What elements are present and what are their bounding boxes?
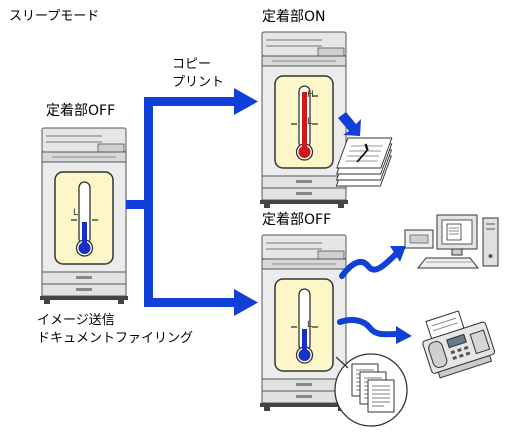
thermo-bottom-low-mark: L: [307, 320, 312, 330]
copier-left: [39, 127, 129, 305]
copier-top: [259, 31, 349, 209]
copier-bottom: [259, 234, 349, 412]
fax-icon: [422, 310, 496, 379]
printed-paper-icon: [335, 137, 393, 187]
job-label-image-send: イメージ送信: [37, 313, 115, 328]
send-to-fax-arrow: [337, 317, 412, 344]
top-state-label: 定着部ON: [262, 9, 326, 25]
branch-arrows: [126, 88, 258, 316]
document-filing-icon: [334, 353, 408, 427]
thermometer-left-icon: [54, 171, 114, 265]
output-arrow: [338, 112, 361, 136]
job-label-document-filing: ドキュメントファイリング: [37, 331, 194, 346]
thermometer-top-icon: [274, 75, 334, 169]
send-to-pc-arrow: [339, 246, 406, 279]
left-state-label: 定着部OFF: [46, 103, 116, 119]
job-label-print: プリント: [172, 75, 225, 90]
computer-icon: [404, 214, 499, 269]
thermo-left-low-mark: L: [73, 208, 78, 218]
bottom-state-label: 定着部OFF: [262, 212, 332, 228]
thermo-top-low-mark: L: [307, 117, 312, 127]
thermometer-bottom-icon: [274, 278, 334, 372]
job-label-copy: コピー: [172, 57, 212, 72]
thermo-top-high-mark: H: [307, 90, 314, 100]
diagram-title: スリープモード: [9, 9, 100, 24]
